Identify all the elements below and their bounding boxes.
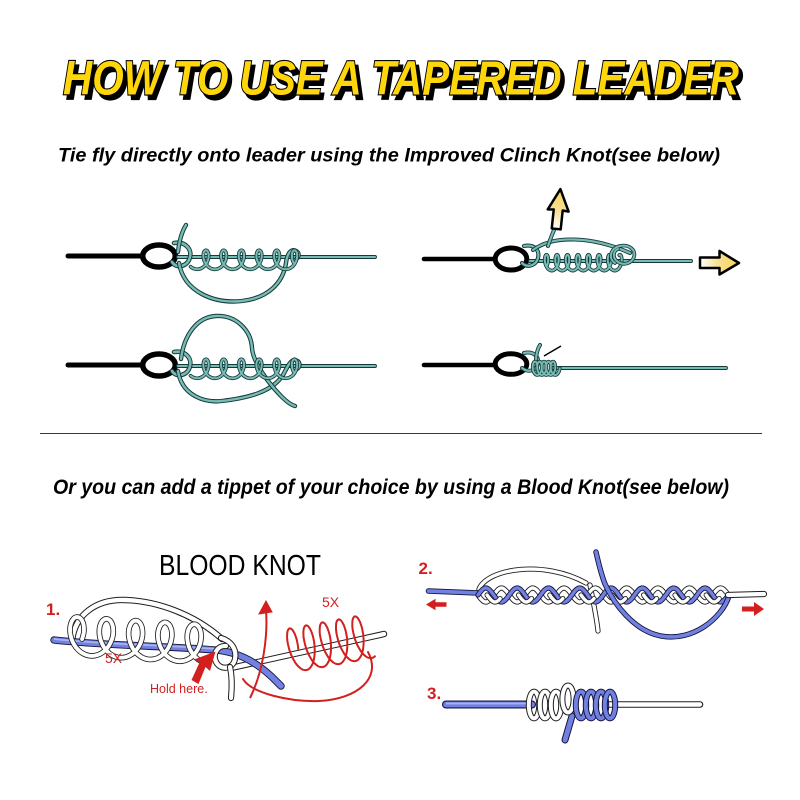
svg-text:1.: 1. <box>46 600 60 619</box>
svg-text:5X: 5X <box>322 594 340 610</box>
svg-text:Hold here.: Hold here. <box>150 682 208 696</box>
svg-text:HOW TO USE A TAPERED LEADER: HOW TO USE A TAPERED LEADER <box>67 57 743 110</box>
svg-text:5X: 5X <box>105 650 123 666</box>
svg-text:Or you can add a tippet of you: Or you can add a tippet of your choice b… <box>53 476 729 499</box>
svg-text:2.: 2. <box>419 559 433 578</box>
svg-text:Tie fly directly onto leader u: Tie fly directly onto leader using the I… <box>58 145 720 167</box>
svg-text:BLOOD KNOT: BLOOD KNOT <box>159 550 321 582</box>
svg-text:3.: 3. <box>427 684 441 703</box>
svg-text:HOW TO USE A TAPERED LEADER: HOW TO USE A TAPERED LEADER <box>63 53 739 106</box>
